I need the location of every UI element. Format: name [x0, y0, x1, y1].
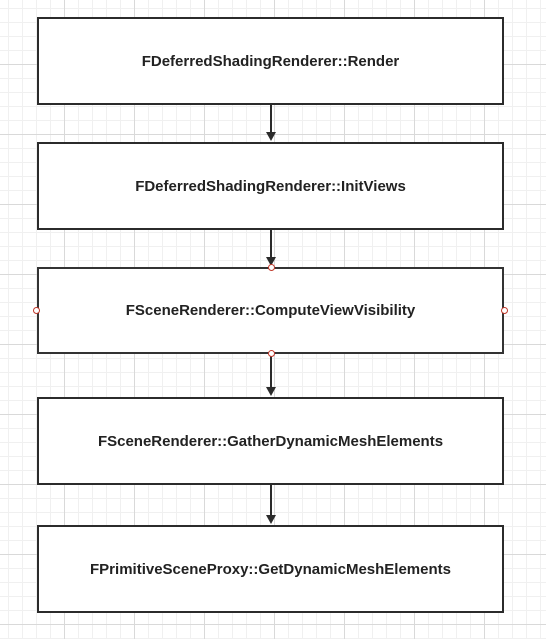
connection-handle-bottom[interactable]: [268, 350, 275, 357]
node-label: FSceneRenderer::GatherDynamicMeshElement…: [97, 432, 444, 450]
node-init-views[interactable]: FDeferredShadingRenderer::InitViews: [37, 142, 504, 230]
connection-handle-top[interactable]: [268, 264, 275, 271]
node-label: FPrimitiveSceneProxy::GetDynamicMeshElem…: [90, 560, 451, 578]
node-gather-dynamic-mesh-elements[interactable]: FSceneRenderer::GatherDynamicMeshElement…: [37, 397, 504, 485]
node-label: FDeferredShadingRenderer::InitViews: [135, 177, 406, 195]
node-compute-view-visibility[interactable]: FSceneRenderer::ComputeViewVisibility: [37, 267, 504, 354]
node-label: FDeferredShadingRenderer::Render: [141, 52, 400, 70]
connection-handle-left[interactable]: [33, 307, 40, 314]
connection-handle-right[interactable]: [501, 307, 508, 314]
node-get-dynamic-mesh-elements[interactable]: FPrimitiveSceneProxy::GetDynamicMeshElem…: [37, 525, 504, 613]
node-label: FSceneRenderer::ComputeViewVisibility: [125, 302, 416, 319]
node-render[interactable]: FDeferredShadingRenderer::Render: [37, 17, 504, 105]
